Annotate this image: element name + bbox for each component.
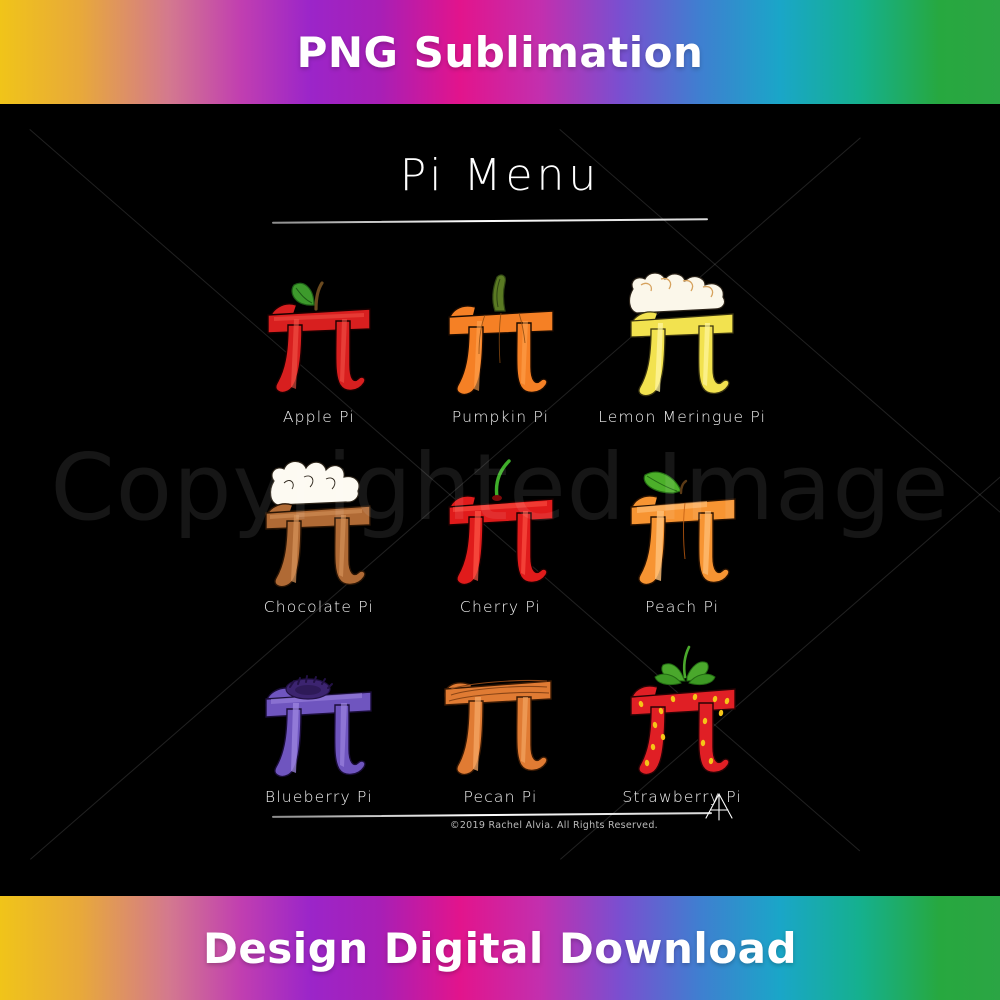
pi-item-label: Blueberry Pi [264,788,373,806]
pi-item-label: Lemon Meringue Pi [598,408,767,426]
pi-item-apple: Apple Pi [228,236,410,426]
blueberry-pi-symbol [244,639,394,787]
pi-item-strawberry: Strawberry Pi [591,616,773,806]
pi-item-chocolate: Chocolate Pi [228,426,410,616]
strawberry-pi-symbol [607,639,757,787]
pi-item-label: Apple Pi [282,408,355,426]
pi-item-label: Chocolate Pi [263,598,374,616]
bottom-gradient-banner: Design Digital Download [0,896,1000,1000]
top-banner-text: PNG Sublimation [296,27,704,77]
pi-item-label: Strawberry Pi [622,788,742,806]
pi-item-label: Pecan Pi [463,788,538,806]
pecan-pi-symbol [425,639,575,787]
pi-item-cherry: Cherry Pi [410,426,592,616]
artwork-area: Pi Menu Copyrighted Image [0,104,1000,896]
pi-item-label: Cherry Pi [459,598,542,616]
bottom-divider-rule [271,812,713,818]
title-divider-rule [271,218,709,224]
pi-item-label: Peach Pi [645,598,720,616]
artist-signature-mark [705,792,733,821]
pi-item-blueberry: Blueberry Pi [228,616,410,806]
pi-menu-grid: Apple Pi [228,236,773,806]
pumpkin-pi-symbol [425,259,575,407]
apple-pi-symbol [244,259,394,407]
bottom-banner-text: Design Digital Download [202,923,798,973]
pi-item-lemon-meringue: Lemon Meringue Pi [591,236,773,426]
chocolate-pi-symbol [244,449,394,597]
pi-item-label: Pumpkin Pi [451,408,550,426]
pi-item-pecan: Pecan Pi [410,616,592,806]
top-gradient-banner: PNG Sublimation [0,0,1000,104]
pi-item-pumpkin: Pumpkin Pi [410,236,592,426]
cherry-pi-symbol [425,449,575,597]
design-title: Pi Menu [399,150,601,201]
lemon-meringue-pi-symbol [607,259,757,407]
copyright-notice: ©2019 Rachel Alvia. All Rights Reserved. [450,820,658,831]
pi-item-peach: Peach Pi [591,426,773,616]
peach-pi-symbol [607,449,757,597]
